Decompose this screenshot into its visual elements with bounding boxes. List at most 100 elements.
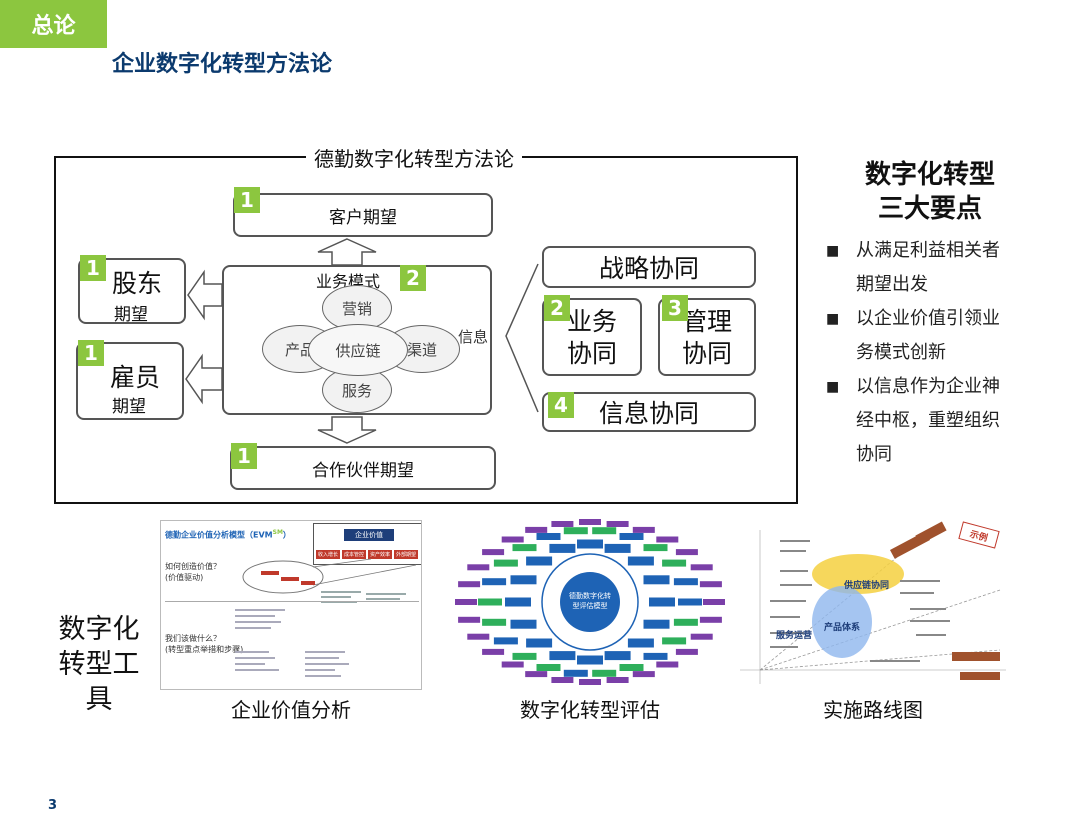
arrow-up-icon [317, 238, 377, 266]
assessment-item [563, 669, 588, 677]
assessment-item [662, 637, 687, 645]
strategy-synergy-label: 战略协同 [598, 254, 699, 283]
roadmap-thumbnail: 示例 供应链协同 产品体系 服务运营 [740, 520, 1006, 684]
assessment-item [512, 544, 537, 552]
strategy-synergy-box: 战略协同 [542, 246, 756, 288]
assessment-item [549, 543, 576, 553]
list-item-text: 务模式创新 [856, 342, 946, 363]
tools-label-line3: 具 [85, 684, 113, 715]
bullet-icon: ■ [826, 311, 840, 327]
assessment-item [690, 633, 713, 640]
roadmap-graphic [740, 521, 1006, 684]
customer-expectation-label: 客户期望 [329, 207, 397, 228]
assessment-item [577, 539, 603, 549]
assessment-item [510, 619, 537, 629]
assessment-item [606, 677, 629, 683]
assessment-item [690, 564, 713, 571]
page-subtitle: 企业数字化转型方法论 [112, 52, 333, 77]
assessment-item [643, 544, 668, 552]
key-points-title-line2: 三大要点 [877, 194, 982, 224]
assessment-item [643, 652, 668, 660]
assessment-item [458, 581, 481, 588]
assessment-item [525, 671, 548, 678]
tool-caption-assessment: 数字化转型评估 [520, 698, 660, 722]
evm-box-title: 企业价值 [344, 529, 394, 541]
assessment-item [606, 521, 629, 527]
list-item: ■ 从满足利益相关者期望出发 [826, 234, 1026, 302]
assessment-item [455, 599, 477, 605]
list-item-text: 从满足利益相关者 [856, 240, 1000, 261]
business-synergy-line1: 业务 [566, 307, 617, 336]
assessment-item [551, 521, 574, 527]
assessment-item [526, 638, 553, 648]
business-synergy-line2: 协同 [566, 339, 617, 368]
employee-box: 雇员 期望 [76, 342, 184, 420]
evm-tree-graphic [242, 558, 417, 603]
methodology-title: 德勤数字化转型方法论 [306, 143, 522, 172]
customer-expectation-box: 客户期望 [233, 193, 493, 237]
assessment-item [632, 671, 655, 678]
evm-heading: 德勤企业价值分析模型（EVMSM） [165, 529, 291, 540]
evm-question-1-line2: (价值驱动) [165, 573, 204, 582]
assessment-item [673, 618, 698, 626]
assessment-item [501, 661, 524, 668]
evm-question-1: 如何创造价值？ (价值驱动) [165, 561, 221, 583]
assessment-item [656, 661, 679, 668]
assessment-item [673, 578, 698, 586]
evm-question-1-line1: 如何创造价值？ [165, 562, 221, 571]
petal-marketing-label: 营销 [341, 299, 372, 318]
assessment-item [577, 655, 603, 665]
assessment-item [493, 637, 518, 645]
partner-number-badge: 1 [231, 443, 257, 469]
shareholder-label: 股东 [112, 269, 163, 298]
tool-caption-roadmap: 实施路线图 [823, 698, 923, 722]
management-synergy-line2: 协同 [681, 339, 732, 368]
assessment-item [458, 616, 481, 623]
assessment-item [482, 618, 507, 626]
business-synergy-number-badge: 2 [544, 295, 570, 321]
partner-expectation-box: 合作伙伴期望 [230, 446, 496, 490]
synergy-bracket-icon [505, 263, 539, 413]
assessment-item [467, 633, 490, 640]
evm-chip: 资产效率 [368, 550, 393, 559]
evm-heading-text: 德勤企业价值分析模型（EVM [165, 530, 273, 540]
assessment-wheel: 德勤数字化转 型评估模型 [455, 519, 725, 685]
page-number: 3 [48, 798, 58, 813]
assessment-item [579, 679, 601, 685]
evm-chip: 成本管控 [342, 550, 367, 559]
employee-sub: 期望 [112, 397, 146, 417]
shareholder-box: 股东 期望 [78, 258, 186, 325]
info-synergy-box: 信息协同 [542, 392, 756, 432]
bullet-icon: ■ [826, 379, 840, 395]
evm-lines-graphic [235, 609, 349, 677]
assessment-core-line2: 型评估模型 [573, 601, 608, 610]
tools-label-line2: 转型工 [58, 649, 140, 680]
key-points-list: ■ 从满足利益相关者期望出发 ■ 以企业价值引领业务模式创新 ■ 以信息作为企业… [826, 234, 1026, 472]
assessment-item [703, 599, 725, 605]
assessment-item [563, 527, 588, 535]
assessment-item [678, 598, 702, 606]
assessment-item [536, 664, 561, 671]
assessment-item [525, 526, 548, 533]
employee-label: 雇员 [110, 363, 161, 392]
tools-label-line1: 数字化 [58, 614, 140, 645]
assessment-item [627, 556, 654, 566]
info-synergy-label: 信息协同 [598, 399, 699, 428]
assessment-item [579, 519, 601, 525]
evm-chips: 收入增长 成本管控 资产效率 外部期望 [316, 550, 419, 559]
list-item: ■ 以信息作为企业神经中枢，重塑组织协同 [826, 370, 1026, 472]
assessment-item [482, 578, 507, 586]
assessment-item [526, 556, 553, 566]
evm-question-2: 我们该做什么？ (转型重点举措和步骤) [165, 633, 243, 655]
partner-expectation-label: 合作伙伴期望 [312, 460, 414, 481]
assessment-item [536, 533, 561, 540]
petal-marketing: 营销 [322, 285, 392, 331]
roadmap-bubble-service: 服务运营 [776, 631, 813, 641]
section-tag: 总论 [0, 0, 107, 48]
petal-channel-label: 渠道 [406, 340, 437, 359]
assessment-item [493, 559, 518, 567]
roadmap-bubble-supply-chain: 供应链协同 [844, 581, 890, 591]
assessment-item [699, 581, 722, 588]
assessment-item [501, 536, 524, 543]
assessment-item [699, 616, 722, 623]
